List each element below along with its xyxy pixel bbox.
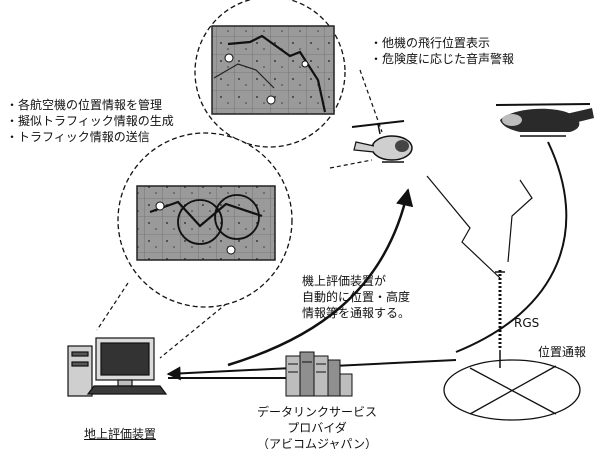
radio-link (426, 175, 533, 279)
coverage-area (443, 359, 581, 421)
helicopter-icon (495, 103, 594, 137)
helicopter-icon (351, 120, 413, 163)
provider-line: データリンクサービス (256, 405, 377, 419)
ground-feature-item: トラフィック情報の送信 (6, 129, 174, 145)
rgs-antenna-icon (495, 270, 505, 368)
pilot-feature-item: 危険度に応じた音声警報 (370, 51, 514, 67)
rgs-label: RGS (514, 316, 540, 330)
server-rack-icon (285, 351, 353, 397)
position-report-label: 位置通報 (538, 345, 587, 359)
auto-report-line: 機上評価装置が (302, 274, 387, 288)
provider-label: データリンクサービス プロバイダ （アビコムジャパン） (254, 404, 380, 449)
ground-display-magnifier (117, 132, 293, 308)
auto-report-line: 情報等を通報する。 (302, 306, 411, 320)
provider-line: （アビコムジャパン） (256, 437, 377, 449)
uplink-arrow (227, 188, 414, 367)
computer-icon (67, 337, 168, 397)
auto-report-note: 機上評価装置が 自動的に位置・高度 情報等を通報する。 (302, 273, 410, 321)
ground-feature-item: 擬似トラフィック情報の生成 (6, 113, 174, 129)
pilot-features-list: 他機の飛行位置表示 危険度に応じた音声警報 (370, 35, 514, 67)
ground-feature-item: 各航空機の位置情報を管理 (6, 97, 174, 113)
pilot-display-magnifier (194, 0, 346, 148)
auto-report-line: 自動的に位置・高度 (302, 290, 411, 304)
provider-line: プロバイダ (287, 421, 347, 435)
position-report-curve (455, 141, 568, 353)
pilot-feature-item: 他機の飛行位置表示 (370, 35, 514, 51)
ground-features-list: 各航空機の位置情報を管理 擬似トラフィック情報の生成 トラフィック情報の送信 (6, 97, 174, 145)
ground-equipment-label: 地上評価装置 (84, 427, 157, 441)
